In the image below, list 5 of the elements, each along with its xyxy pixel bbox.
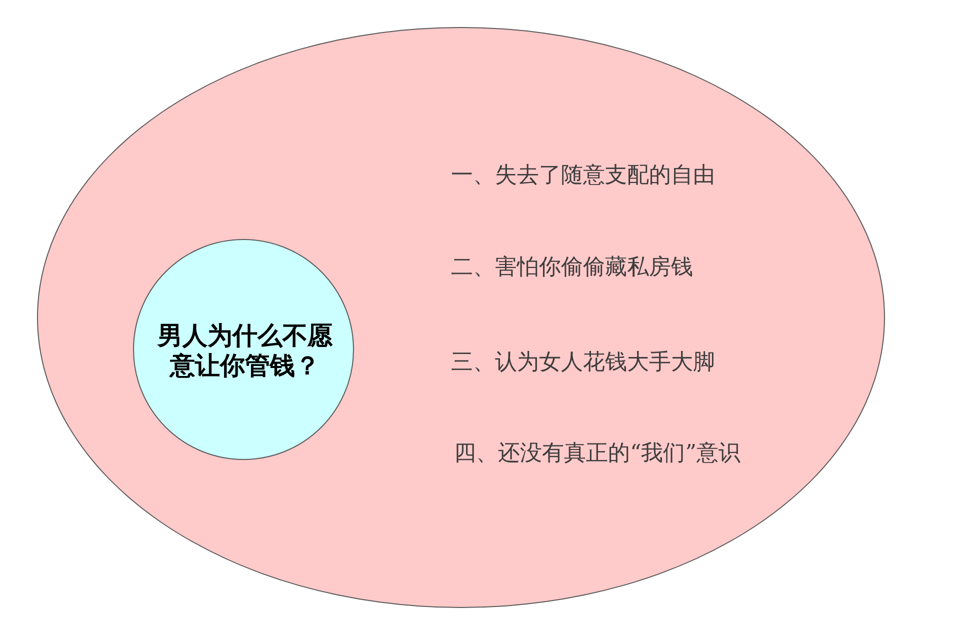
reason-text: 三、认为女人花钱大手大脚 [451,350,715,376]
question-text: 男人为什么不愿意让你管钱？ [156,321,334,381]
reason-text: 二、害怕你偷偷藏私房钱 [451,255,693,281]
reason-text: 一、失去了随意支配的自由 [451,163,715,189]
reason-text: 四、还没有真正的“我们”意识 [454,441,740,467]
